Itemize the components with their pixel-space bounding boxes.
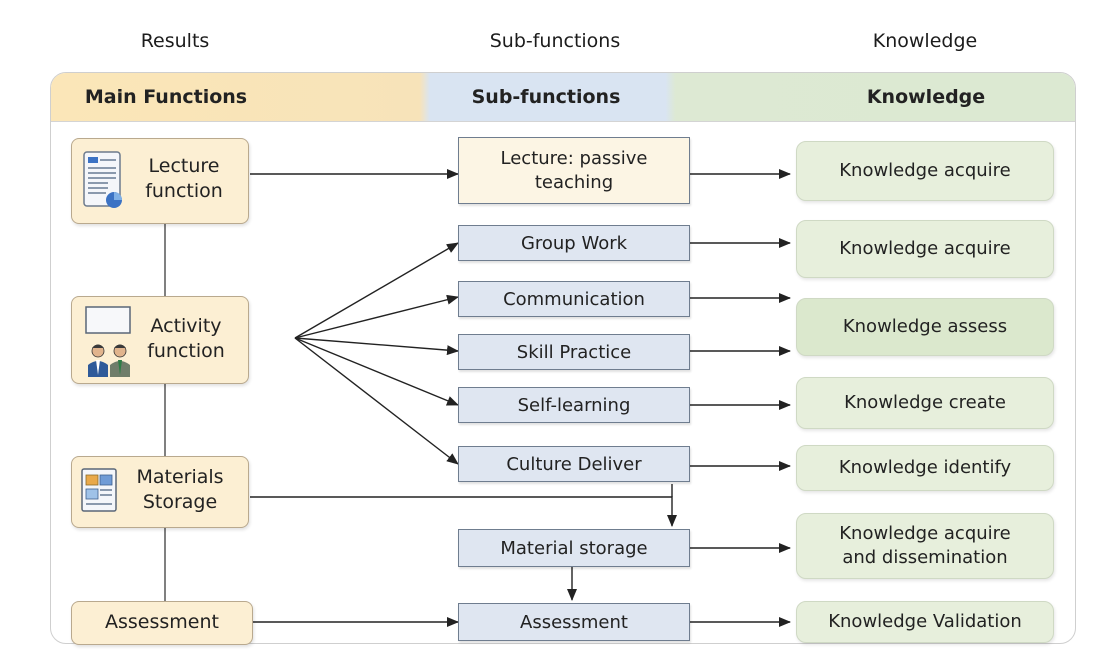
- knowledge-acquire-box-1[interactable]: Knowledge acquire: [796, 141, 1054, 201]
- results-column-label: Results: [140, 30, 210, 52]
- header-sub-functions: Sub-functions: [471, 86, 621, 108]
- knowledge-dissemination-line2: and dissemination: [842, 547, 1008, 568]
- arrow-activity-culture: [294, 337, 459, 465]
- lecture-function-label: Lecture function: [134, 154, 234, 204]
- activity-label-line1: Activity: [150, 315, 222, 337]
- sub-assessment-box[interactable]: Assessment: [458, 603, 690, 641]
- knowledge-assess-box[interactable]: Knowledge assess: [796, 298, 1054, 356]
- arrow-activity-groupwork: [294, 242, 459, 339]
- lecture-function-box[interactable]: Lecture function: [71, 138, 249, 224]
- knowledge-acquire-dissemination-box[interactable]: Knowledge acquire and dissemination: [796, 513, 1054, 579]
- materials-board-icon: [81, 468, 117, 512]
- header-knowledge: Knowledge: [866, 86, 986, 108]
- sub-lecture-line1: Lecture: passive: [500, 147, 648, 169]
- knowledge-acquire-box-2[interactable]: Knowledge acquire: [796, 220, 1054, 278]
- arrow-activity-skill: [294, 337, 459, 356]
- sub-communication-box[interactable]: Communication: [458, 281, 690, 317]
- knowledge-column-label: Knowledge: [872, 30, 978, 52]
- knowledge-create-box[interactable]: Knowledge create: [796, 377, 1054, 429]
- lecture-label-line2: function: [145, 180, 223, 202]
- header-bar: Main Functions Sub-functions Knowledge: [51, 73, 1075, 122]
- activity-label-line2: function: [147, 340, 225, 362]
- activity-function-label: Activity function: [136, 314, 236, 364]
- sub-skill-practice-box[interactable]: Skill Practice: [458, 334, 690, 370]
- materials-label-line1: Materials: [136, 466, 224, 488]
- sub-self-learning-box[interactable]: Self-learning: [458, 387, 690, 423]
- sub-group-work-box[interactable]: Group Work: [458, 225, 690, 261]
- sub-functions-column-label: Sub-functions: [489, 30, 621, 52]
- sub-culture-deliver-box[interactable]: Culture Deliver: [458, 446, 690, 482]
- lecture-label-line1: Lecture: [148, 155, 220, 177]
- assessment-main-label: Assessment: [105, 611, 219, 633]
- header-main-functions: Main Functions: [84, 86, 248, 108]
- activity-function-box[interactable]: Activity function: [71, 296, 249, 384]
- arrow-activity-communication: [294, 294, 459, 339]
- arrow-activity-selflearning: [294, 337, 459, 406]
- knowledge-identify-box[interactable]: Knowledge identify: [796, 445, 1054, 491]
- knowledge-validation-box[interactable]: Knowledge Validation: [796, 601, 1054, 643]
- materials-storage-label: Materials Storage: [120, 465, 240, 515]
- knowledge-dissemination-line1: Knowledge acquire: [839, 523, 1011, 544]
- arrow-materials-storage: [250, 496, 677, 527]
- sub-material-storage-box[interactable]: Material storage: [458, 529, 690, 567]
- assessment-main-box[interactable]: Assessment: [71, 601, 253, 645]
- materials-storage-box[interactable]: Materials Storage: [71, 456, 249, 528]
- sub-lecture-line2: teaching: [534, 171, 614, 193]
- materials-label-line2: Storage: [142, 491, 218, 513]
- people-whiteboard-icon: [85, 306, 131, 377]
- document-chart-icon: [83, 151, 122, 208]
- sub-lecture-passive-box[interactable]: Lecture: passive teaching: [458, 137, 690, 204]
